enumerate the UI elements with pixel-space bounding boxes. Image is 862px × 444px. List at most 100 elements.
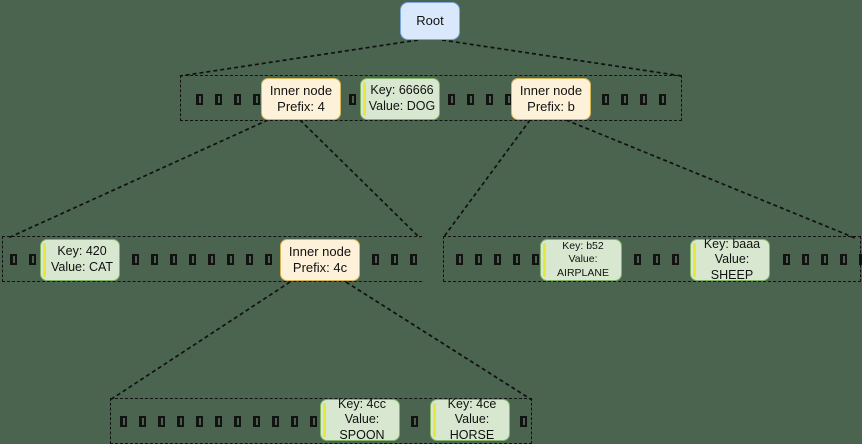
leaf-node-value: Value: DOG (368, 99, 436, 113)
empty-slot[interactable] (634, 254, 641, 265)
leaf-node-key: Key: 66666 (370, 83, 434, 98)
empty-slot[interactable] (291, 416, 298, 427)
leaf-node-key: Key: 420 (57, 244, 107, 259)
empty-slot[interactable] (139, 416, 146, 427)
inner-node-prefix-4c[interactable]: Inner node Prefix: 4c (280, 239, 360, 281)
empty-slot[interactable] (189, 254, 196, 265)
empty-slot[interactable] (513, 254, 520, 265)
empty-slot[interactable] (802, 254, 809, 265)
leaf-node-value: Value: CAT (50, 260, 114, 274)
empty-slot[interactable] (310, 416, 317, 427)
level4-slots-a (114, 416, 342, 427)
leaf-node-key: Key: baaa (703, 236, 761, 251)
empty-slot[interactable] (170, 254, 177, 265)
inner-node-prefix-4[interactable]: Inner node Prefix: 4 (261, 78, 341, 120)
inner-node-title: Inner node (288, 243, 352, 259)
empty-slot[interactable] (391, 254, 398, 265)
empty-slot[interactable] (372, 254, 379, 265)
level2-slots-d (596, 94, 672, 105)
empty-slot[interactable] (132, 254, 139, 265)
leaf-node-value: Value: SPOON (339, 412, 385, 442)
empty-slot[interactable] (475, 254, 482, 265)
empty-slot[interactable] (672, 254, 679, 265)
empty-slot[interactable] (467, 94, 474, 105)
edge-inner4c-to-level4-right (345, 281, 533, 401)
empty-slot[interactable] (859, 254, 862, 265)
edge-inner4-to-level3left-left (7, 119, 269, 239)
inner-node-prefix: Prefix: 4 (277, 99, 325, 114)
inner-node-title: Inner node (269, 82, 333, 98)
empty-slot[interactable] (821, 254, 828, 265)
leaf-node-value: Value: AIRPLANE (557, 253, 609, 279)
empty-slot[interactable] (29, 254, 36, 265)
level2-node-container (180, 75, 682, 121)
empty-slot[interactable] (349, 94, 356, 105)
leaf-node-b52[interactable]: Key: b52 Value: AIRPLANE (540, 239, 622, 281)
empty-slot[interactable] (227, 254, 234, 265)
level3-left-slots-a (4, 254, 42, 265)
leaf-node-420[interactable]: Key: 420 Value: CAT (40, 239, 120, 281)
edge-inner4-to-level3left-right (299, 119, 421, 239)
level4-slots-b (405, 416, 424, 427)
empty-slot[interactable] (602, 94, 609, 105)
empty-slot[interactable] (411, 416, 418, 427)
empty-slot[interactable] (783, 254, 790, 265)
level3-right-slots-a (450, 254, 545, 265)
empty-slot[interactable] (234, 416, 241, 427)
leaf-node-value: Value: HORSE (449, 412, 495, 442)
empty-slot[interactable] (253, 416, 260, 427)
empty-slot[interactable] (486, 94, 493, 105)
empty-slot[interactable] (653, 254, 660, 265)
leaf-node-baaa[interactable]: Key: baaa Value: SHEEP (690, 236, 770, 282)
empty-slot[interactable] (253, 94, 260, 105)
empty-slot[interactable] (272, 416, 279, 427)
empty-slot[interactable] (640, 94, 647, 105)
root-node[interactable]: Root (400, 2, 460, 40)
empty-slot[interactable] (520, 416, 527, 427)
inner-node-prefix: Prefix: b (527, 99, 575, 114)
empty-slot[interactable] (840, 254, 847, 265)
empty-slot[interactable] (196, 94, 203, 105)
empty-slot[interactable] (265, 254, 272, 265)
empty-slot[interactable] (494, 254, 501, 265)
edge-root-to-level2-left (179, 39, 419, 77)
edge-innerb-to-level3right-left (442, 119, 531, 239)
empty-slot[interactable] (208, 254, 215, 265)
level3-left-slots-c (366, 254, 423, 265)
level3-left-slots-b (126, 254, 297, 265)
root-node-label: Root (416, 12, 444, 28)
leaf-node-key: Key: b52 (562, 240, 604, 253)
empty-slot[interactable] (621, 94, 628, 105)
empty-slot[interactable] (659, 94, 666, 105)
inner-node-prefix-b[interactable]: Inner node Prefix: b (511, 78, 591, 120)
leaf-node-value: Value: SHEEP (710, 252, 754, 282)
leaf-node-4cc[interactable]: Key: 4cc Value: SPOON (320, 396, 400, 442)
empty-slot[interactable] (151, 254, 158, 265)
empty-slot[interactable] (158, 416, 165, 427)
empty-slot[interactable] (246, 254, 253, 265)
empty-slot[interactable] (196, 416, 203, 427)
empty-slot[interactable] (120, 416, 127, 427)
empty-slot[interactable] (215, 94, 222, 105)
empty-slot[interactable] (456, 254, 463, 265)
level2-slots-a (190, 94, 266, 105)
level2-slots-b (343, 94, 362, 105)
empty-slot[interactable] (410, 254, 417, 265)
edge-innerb-to-level3right-right (565, 119, 856, 239)
empty-slot[interactable] (234, 94, 241, 105)
empty-slot[interactable] (448, 94, 455, 105)
empty-slot[interactable] (177, 416, 184, 427)
leaf-node-66666[interactable]: Key: 66666 Value: DOG (360, 78, 440, 120)
level2-slots-c (442, 94, 518, 105)
edge-root-to-level2-right (441, 39, 683, 77)
empty-slot[interactable] (10, 254, 17, 265)
edge-inner4c-to-level4-left (109, 281, 291, 401)
leaf-node-key: Key: 4cc (338, 396, 386, 411)
empty-slot[interactable] (215, 416, 222, 427)
inner-node-title: Inner node (519, 82, 583, 98)
level3-right-slots-c (777, 254, 862, 265)
empty-slot[interactable] (532, 254, 539, 265)
leaf-node-4ce[interactable]: Key: 4ce Value: HORSE (430, 397, 510, 442)
